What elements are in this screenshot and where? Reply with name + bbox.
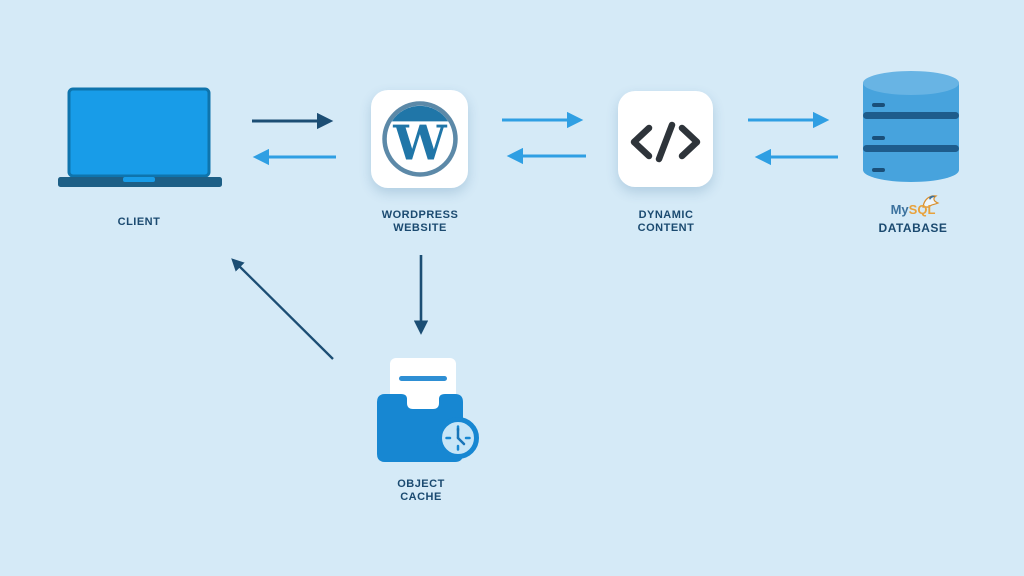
mysql-wordmark: MySQL <box>863 203 963 217</box>
laptop-icon <box>58 87 222 187</box>
wordpress-card: W <box>371 90 468 188</box>
wordpress-logo-icon: W <box>381 101 458 177</box>
svg-text:W: W <box>392 116 447 172</box>
object-cache-label: OBJECT CACHE <box>397 478 445 503</box>
mysql-my-text: My <box>890 202 909 217</box>
client-label: CLIENT <box>117 216 161 228</box>
dynamic-content-label: DYNAMIC CONTENT <box>637 209 695 234</box>
folder-clock-icon <box>377 358 479 462</box>
arrow-cache-to-client <box>231 258 334 360</box>
wordpress-label: WORDPRESS WEBSITE <box>381 209 459 234</box>
dynamic-content-card <box>618 91 713 187</box>
database-cylinder-icon <box>863 71 959 182</box>
mysql-dolphin-icon <box>922 195 940 208</box>
code-icon <box>630 121 701 163</box>
mysql-sql-text: SQL <box>908 202 936 217</box>
database-label: DATABASE <box>878 221 948 235</box>
